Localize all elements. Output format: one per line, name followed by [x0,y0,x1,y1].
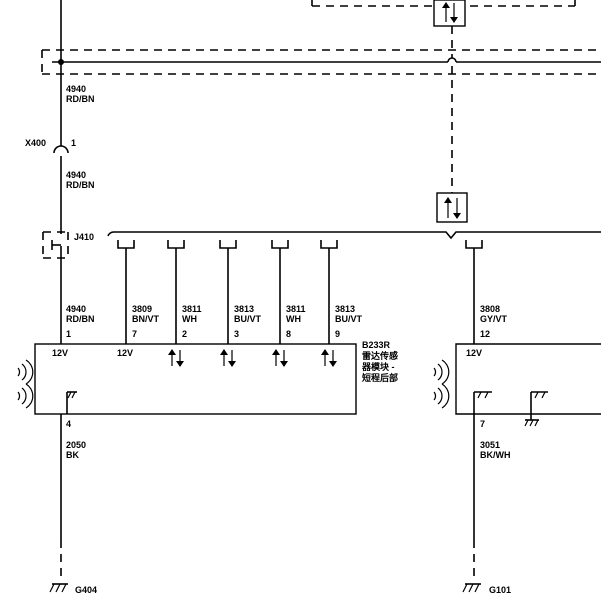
wire-4940-lower-pin: 1 [66,329,71,339]
wire-3813-b-pin: 9 [335,329,340,339]
wire-3813-b-color: BU/VT [335,314,363,324]
ground-g101-label: G101 [489,585,511,595]
left-main-wire [53,0,69,344]
wire-3809-color: BN/VT [132,314,160,324]
wire-2050-num: 2050 [66,440,86,450]
data-arrow-icon [220,349,236,367]
wire-4940-mid-num: 4940 [66,170,86,180]
splice-j410-label: J410 [74,232,94,242]
ground-icon [473,391,492,414]
module-b233r-power-label: 12V [52,348,68,358]
module-b233r-name-line-2: 器模块 - [361,361,395,372]
pin-connectors [117,240,483,344]
module-b233r-name-line-1: 雷达传感 [362,350,398,361]
module-b233r-name-line-3: 短程后部 [362,372,398,383]
wire-3813-b-num: 3813 [335,304,355,314]
wire-4940-upper-num: 4940 [66,84,86,94]
data-arrow-icon [321,349,337,367]
mid-bus-arrow-icon [436,192,468,223]
radar-waves-icon [433,359,450,409]
wire-3811-b-num: 3811 [286,304,306,314]
wire-3809-num: 3809 [132,304,152,314]
module-b233r-ground-pin: 4 [66,419,71,429]
wire-3813-a-pin: 3 [234,329,239,339]
wire-3811-a-num: 3811 [182,304,202,314]
wire-3808-num: 3808 [480,304,500,314]
wire-2050-color: BK [66,450,79,460]
wire-4940-upper-color: RD/BN [66,94,95,104]
ground-g404-label: G404 [75,585,97,595]
wire-3811-a-color: WH [182,314,197,324]
module-right-power-label: 12V [466,348,482,358]
top-enclosure [311,0,576,7]
wire-3811-a-pin: 2 [182,329,187,339]
wire-3813-a-num: 3813 [234,304,254,314]
module-b233r-id: B233R [362,340,391,350]
connector-x400-label: X400 [25,138,46,148]
wire-3813-a-color: BU/VT [234,314,262,324]
top-bus-arrow-icon [433,0,466,27]
wire-3808-pin: 12 [480,329,490,339]
wire-3051-color: BK/WH [480,450,511,460]
data-arrow-icon [168,349,184,367]
module-b233r-box [34,343,357,415]
pin-bus-line [107,231,601,240]
data-arrow-icon [272,349,288,367]
wire-4940-lower-color: RD/BN [66,314,95,324]
wire-3051-num: 3051 [480,440,500,450]
wire-3811-b-color: WH [286,314,301,324]
harness-band [41,49,601,75]
wire-3808-color: GY/VT [480,314,508,324]
wire-4940-lower-num: 4940 [66,304,86,314]
ground-icon [49,583,68,593]
connector-x400-pin: 1 [71,138,76,148]
wire-3809-pin: 7 [132,329,137,339]
ground-icon [66,391,77,414]
wire-3811-b-pin: 8 [286,329,291,339]
wire-4940-mid-color: RD/BN [66,180,95,190]
splice-j410 [42,231,69,259]
module-b233r-pin7-signal: 12V [117,348,133,358]
ground-icon [524,391,548,427]
module-right-ground-pin: 7 [480,419,485,429]
ground-icon [462,583,481,593]
radar-waves-icon [17,359,34,409]
module-right-box [455,343,601,415]
